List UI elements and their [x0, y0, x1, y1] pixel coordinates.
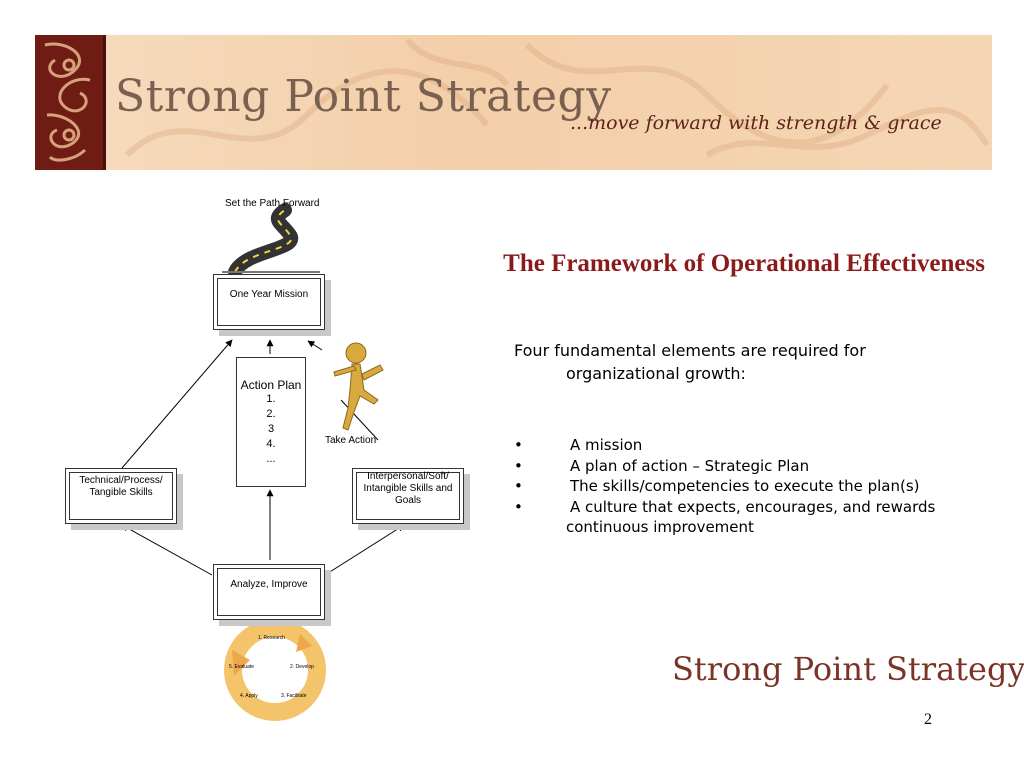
action-plan-box: Action Plan 1. 2. 3 4. ...	[236, 357, 306, 487]
ornament-pattern-icon	[44, 42, 91, 162]
slide-title: The Framework of Operational Effectivene…	[503, 250, 985, 277]
set-path-label: Set the Path Forward	[225, 198, 320, 209]
brand-title: Strong Point Strategy	[115, 71, 612, 122]
interpersonal-skills-box: Interpersonal/Soft/ Intangible Skills an…	[352, 468, 464, 524]
running-figure-icon	[333, 342, 384, 431]
technical-skills-line1: Technical/Process/	[79, 475, 163, 486]
action-plan-step: 1.	[266, 393, 276, 405]
framework-diagram: Set the Path Forward One Year Mission Ac…	[0, 190, 500, 730]
action-plan-step: 3	[267, 423, 275, 435]
list-item-text: A mission	[570, 436, 643, 454]
technical-skills-line2: Tangible Skills	[89, 487, 153, 498]
diagram-connectors	[121, 203, 405, 721]
cycle-step-label: 2. Develop	[290, 664, 314, 670]
bullet-icon: •	[514, 456, 523, 475]
bullet-icon: •	[514, 497, 523, 516]
action-plan-step: 4.	[266, 438, 276, 450]
winding-road-icon	[222, 203, 320, 279]
mission-box-label: One Year Mission	[229, 289, 309, 300]
mission-box: One Year Mission	[213, 274, 325, 330]
action-plan-title: Action Plan	[240, 378, 302, 392]
bullet-icon: •	[514, 477, 523, 495]
analyze-improve-box: Analyze, Improve	[213, 564, 325, 620]
interpersonal-line1: Interpersonal/Soft/	[367, 471, 449, 482]
cycle-step-label: 1. Research	[258, 635, 285, 641]
list-item: • The skills/competencies to execute the …	[514, 476, 994, 497]
cycle-arrows-icon	[224, 619, 326, 721]
list-item: • A mission	[514, 435, 994, 456]
brand-tagline: ...move forward with strength & grace	[570, 112, 942, 134]
list-item-text: A plan of action – Strategic Plan	[570, 456, 810, 475]
elements-list: • A mission • A plan of action – Strategic…	[514, 435, 994, 538]
ornament-border	[103, 35, 106, 170]
cycle-step-label: 5. Evaluate	[229, 664, 255, 670]
interpersonal-line2: Intangible Skills and	[363, 483, 453, 494]
ornament-panel	[35, 35, 103, 170]
interpersonal-line3: Goals	[394, 495, 422, 506]
intro-paragraph: Four fundamental elements are required f…	[514, 339, 984, 385]
analyze-improve-label: Analyze, Improve	[230, 579, 308, 590]
intro-line: organizational growth:	[566, 364, 746, 383]
take-action-label: Take Action	[325, 435, 377, 446]
technical-skills-box: Technical/Process/ Tangible Skills	[65, 468, 177, 524]
action-plan-step: ...	[266, 453, 276, 465]
cycle-step-label: 3. Facilitate	[281, 693, 307, 699]
list-item-text: The skills/competencies to execute the p…	[570, 477, 920, 495]
list-item: • A culture that expects, encourages, and…	[514, 497, 994, 538]
action-plan-step: 2.	[266, 408, 276, 420]
page-number: 2	[924, 711, 932, 728]
bullet-icon: •	[514, 436, 523, 454]
background-swirl-pattern	[124, 37, 990, 158]
intro-line: Four fundamental elements are required f…	[514, 341, 866, 360]
footer-brand-logo: Strong Point Strategy	[672, 650, 1024, 688]
list-item-text: A culture that expects, encourages, and …	[566, 497, 936, 537]
list-item: • A plan of action – Strategic Plan	[514, 456, 994, 477]
header-banner: Strong Point Strategy ...move forward wi…	[35, 35, 992, 170]
cycle-step-label: 4. Apply	[240, 693, 258, 699]
